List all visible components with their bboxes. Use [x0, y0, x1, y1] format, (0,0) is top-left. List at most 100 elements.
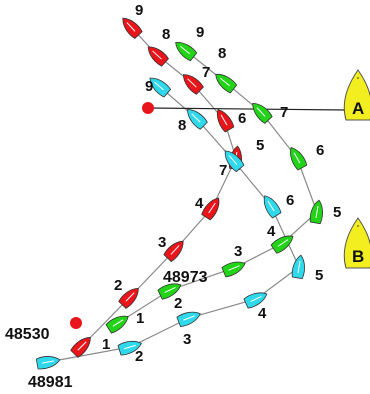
boat-48973-pos-1 — [105, 315, 129, 334]
boat-48530-pos-2 — [118, 287, 139, 309]
boat-48981-pos-3 — [176, 311, 201, 328]
boat-sail — [112, 319, 124, 327]
position-label: 9 — [135, 2, 143, 19]
boat-48973-pos-7 — [252, 102, 273, 124]
position-label: 7 — [280, 104, 288, 121]
boat-sail — [170, 245, 180, 255]
position-label: 7 — [202, 64, 210, 81]
position-label: 8 — [218, 45, 226, 62]
boat-sail — [293, 152, 301, 164]
boat-48530-pos-6 — [217, 109, 235, 133]
boat-48981-pos-1 — [35, 356, 61, 370]
labels-layer: 1234567894853012345678948973234567894898… — [5, 2, 341, 391]
boat-48981-pos-7 — [224, 150, 245, 173]
boat-sail — [228, 155, 238, 165]
boat-id-label: 48973 — [163, 269, 208, 286]
boat-sail — [187, 78, 197, 88]
position-label: 2 — [135, 348, 143, 365]
start-line — [147, 107, 347, 111]
boat-sail — [220, 77, 230, 87]
boat-hull — [309, 199, 323, 225]
position-label: 8 — [178, 117, 186, 134]
position-label: 6 — [286, 192, 294, 209]
boat-48973-pos-9 — [175, 42, 198, 62]
track-48530 — [81, 26, 237, 347]
position-label: 3 — [158, 234, 166, 251]
boat-sail — [42, 360, 54, 364]
boat-48973-pos-8 — [215, 73, 238, 94]
boat-48973-pos-6 — [290, 147, 308, 171]
boat-48981-pos-8 — [187, 109, 208, 130]
boat-sail — [250, 296, 262, 302]
boat-sail — [267, 200, 275, 212]
position-label: 6 — [316, 142, 324, 159]
position-label: 4 — [258, 305, 267, 322]
buoy-hull — [343, 69, 370, 121]
position-label: 9 — [196, 24, 204, 41]
boat-id-label: 48530 — [5, 326, 50, 343]
boat-48981-pos-5 — [291, 254, 305, 280]
boat-hull — [117, 340, 142, 356]
boat-sail — [228, 265, 240, 271]
position-label: 2 — [114, 277, 122, 294]
boat-48981-pos-2 — [117, 340, 142, 356]
boat-sail — [77, 341, 87, 351]
boat-48981-pos-6 — [263, 195, 282, 219]
boat-hull — [35, 356, 61, 370]
boat-sail — [297, 260, 301, 274]
boat-sail — [220, 114, 228, 126]
buoy-hull — [343, 217, 370, 269]
buoy-mark — [357, 225, 359, 227]
boat-sail — [208, 202, 216, 214]
boat-48530-pos-9 — [122, 17, 143, 39]
position-label: 2 — [174, 295, 182, 312]
boats-layer — [35, 17, 323, 370]
boat-48530-pos-1 — [70, 337, 91, 358]
boat-48530-pos-7 — [182, 74, 204, 95]
boat-sail — [315, 205, 319, 219]
boat-48973-pos-4 — [270, 235, 294, 254]
position-label: 1 — [102, 336, 110, 353]
committee-dot — [142, 102, 154, 114]
buoys-layer: AB — [343, 69, 370, 269]
position-label: 5 — [333, 204, 341, 221]
boat-48973-pos-5 — [309, 199, 323, 225]
buoy-B: B — [343, 217, 370, 269]
start-line-layer — [70, 102, 348, 329]
tracks-layer — [47, 26, 318, 363]
boat-sail — [277, 239, 289, 247]
pin-dot — [70, 317, 82, 329]
boat-48530-pos-4 — [201, 197, 220, 221]
boat-sail — [183, 315, 195, 321]
position-label: 3 — [183, 331, 191, 348]
boat-id-label: 48981 — [28, 374, 73, 391]
buoy-label: B — [352, 247, 364, 266]
boat-48981-pos-9 — [149, 77, 172, 98]
boat-hull — [291, 254, 305, 280]
boat-sail — [152, 50, 162, 60]
position-label: 3 — [234, 243, 242, 260]
position-label: 6 — [238, 110, 246, 127]
position-label: 4 — [267, 223, 276, 240]
boat-48981-pos-4 — [243, 292, 268, 309]
boat-48530-pos-3 — [163, 240, 184, 262]
boat-sail — [164, 286, 176, 294]
boat-sail — [154, 81, 164, 91]
boat-sail — [124, 344, 136, 350]
boat-48973-pos-3 — [221, 261, 246, 278]
position-label: 4 — [195, 195, 204, 212]
position-label: 8 — [162, 26, 170, 43]
position-label: 7 — [219, 162, 227, 179]
position-label: 5 — [315, 267, 323, 284]
boat-48530-pos-8 — [147, 46, 169, 67]
boat-sail — [180, 45, 190, 55]
boat-48973-pos-2 — [157, 283, 182, 300]
position-label: 1 — [136, 310, 144, 327]
boat-sail — [125, 292, 135, 302]
position-label: 9 — [145, 78, 153, 95]
buoy-label: A — [352, 99, 364, 118]
buoy-A: A — [343, 69, 370, 121]
boat-sail — [256, 107, 266, 117]
